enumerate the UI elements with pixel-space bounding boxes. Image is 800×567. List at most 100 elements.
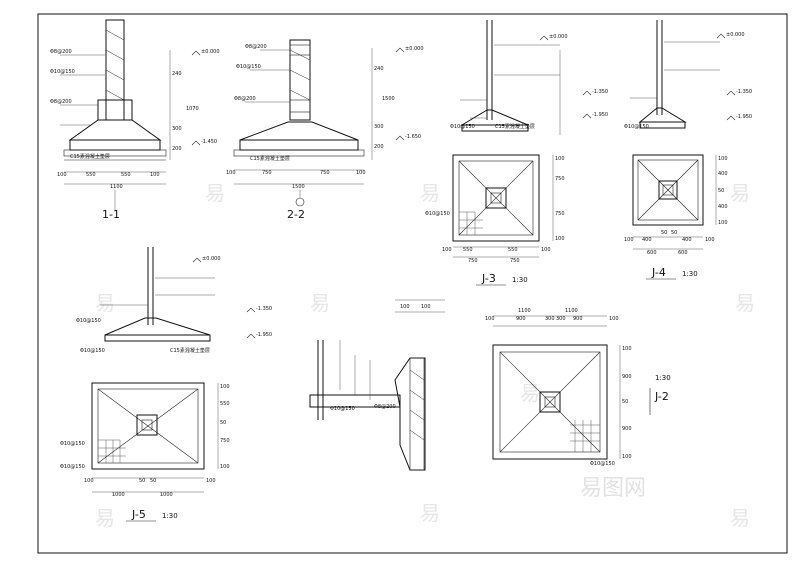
dim-text: 550 — [121, 172, 131, 178]
dim-text: 100 — [555, 236, 565, 242]
dim-text: 400 — [718, 204, 728, 210]
dim-text: 50 — [150, 478, 156, 484]
rebar-note: Φ8@200 — [374, 404, 396, 410]
dim-text: 400 — [642, 237, 652, 243]
watermark-glyph: 易 — [730, 181, 750, 205]
watermark-layer: 易 易 易 易 易 易 易 易 易 易 易图网 — [95, 181, 755, 530]
watermark-glyph: 易 — [205, 181, 225, 205]
watermark-glyph: 易 — [95, 291, 115, 315]
dim-text: 50 — [139, 478, 145, 484]
rebar-note: Φ10@150 — [236, 64, 261, 70]
dim-text: 200 — [172, 146, 182, 152]
watermark-glyph: 易 — [420, 501, 440, 525]
dim-text: 300 — [172, 126, 182, 132]
dim-text: 300 — [556, 316, 566, 322]
dim-text: 100 — [421, 304, 431, 310]
section-2-2: Φ8@200 Φ10@150 Φ8@200 C15素混凝土垫层 ±0.000 -… — [226, 39, 424, 221]
watermark-glyph: 易 — [420, 181, 440, 205]
dim-text: 50 — [671, 230, 677, 236]
rebar-note: C15素混凝土垫层 — [250, 155, 290, 162]
dim-text: 400 — [718, 171, 728, 177]
dim-text: 1000 — [160, 492, 173, 498]
dim-text: 100 — [220, 384, 230, 390]
section-label: 2-2 — [287, 208, 305, 221]
dim-text: 300 — [545, 316, 555, 322]
detail-label: J-2 — [654, 390, 669, 403]
dim-text: 300 — [374, 124, 384, 130]
dim-text: 900 — [622, 426, 632, 432]
rebar-note: Φ8@200 — [50, 49, 72, 55]
rebar-note: Φ10@150 — [50, 69, 75, 75]
dim-text: 50 — [622, 399, 628, 405]
dim-text: 400 — [682, 237, 692, 243]
rebar-note: C15素混凝土垫层 — [70, 153, 110, 160]
rebar-note: C15素混凝土垫层 — [495, 123, 535, 130]
dim-text: 100 — [485, 316, 495, 322]
dim-text: 600 — [678, 250, 688, 256]
dim-text: 750 — [320, 170, 330, 176]
dim-text: 100 — [400, 304, 410, 310]
dim-text: 100 — [555, 156, 565, 162]
dim-text: 550 — [508, 247, 518, 253]
dim-text: 100 — [57, 172, 67, 178]
dim-text: 100 — [718, 156, 728, 162]
rebar-note: Φ8@200 — [234, 96, 256, 102]
dim-text: 900 — [622, 374, 632, 380]
watermark-glyph: 易 — [520, 381, 540, 405]
dim-text: 100 — [356, 170, 366, 176]
section-stepped-wall: 100 100 Φ8@200 Φ10@150 — [309, 299, 445, 471]
watermark-glyph: 易 — [735, 291, 755, 315]
detail-label: J-5 — [131, 508, 146, 521]
dim-text: 550 — [86, 172, 96, 178]
dim-text: 100 — [622, 454, 632, 460]
rebar-note: C15素混凝土垫层 — [170, 347, 210, 354]
dim-text: 100 — [150, 172, 160, 178]
rebar-note: Φ8@200 — [50, 99, 72, 105]
detail-label: J-3 — [481, 272, 496, 285]
rebar-note: Φ10@150 — [590, 461, 615, 467]
level-mark: -1.350 — [592, 89, 608, 95]
dim-text: 50 — [661, 230, 667, 236]
level-mark: -1.450 — [201, 139, 217, 145]
rebar-note: Φ10@150 — [60, 441, 85, 447]
level-mark: ±0.000 — [549, 34, 568, 40]
level-mark: -1.950 — [256, 332, 272, 338]
rebar-note: Φ10@150 — [60, 464, 85, 470]
dim-text: 100 — [226, 170, 236, 176]
drawing-frame — [37, 13, 788, 554]
level-mark: -1.950 — [592, 112, 608, 118]
dim-text: 100 — [206, 478, 216, 484]
level-mark: -1.350 — [256, 306, 272, 312]
dim-text: 100 — [622, 346, 632, 352]
dim-text: 900 — [516, 316, 526, 322]
dim-text: 50 — [718, 188, 724, 194]
detail-scale: 1:30 — [655, 374, 671, 382]
detail-scale: 1:30 — [682, 270, 698, 278]
dim-text: 100 — [541, 247, 551, 253]
level-mark: ±0.000 — [202, 256, 221, 262]
dim-text: 100 — [442, 247, 452, 253]
dim-text: 900 — [573, 316, 583, 322]
dim-text: 1000 — [112, 492, 125, 498]
dim-text: 1500 — [382, 96, 395, 102]
rebar-note: Φ10@150 — [76, 318, 101, 324]
level-mark: ±0.000 — [201, 49, 220, 55]
rebar-note: Φ10@150 — [450, 124, 475, 130]
dim-text: 50 — [220, 420, 226, 426]
dim-text: 750 — [555, 176, 565, 182]
dim-text: 600 — [647, 250, 657, 256]
dim-text: 750 — [220, 438, 230, 444]
dim-text: 1100 — [518, 308, 531, 314]
level-mark: ±0.000 — [726, 32, 745, 38]
dim-text: 750 — [555, 211, 565, 217]
detail-j5: ±0.000 -1.350 -1.950 Φ10@150 Φ10@150 C15… — [60, 247, 272, 522]
detail-scale: 1:30 — [512, 276, 528, 284]
rebar-note: Φ10@150 — [330, 406, 355, 412]
dim-text: 100 — [718, 220, 728, 226]
detail-j3: ±0.000 -1.350 -1.950 Φ10@150 C15素混凝土垫层 Φ… — [425, 20, 608, 286]
rebar-note: Φ10@150 — [80, 348, 105, 354]
dim-text: 1500 — [292, 184, 305, 190]
rebar-note: Φ8@200 — [245, 44, 267, 50]
detail-scale: 1:30 — [162, 512, 178, 520]
